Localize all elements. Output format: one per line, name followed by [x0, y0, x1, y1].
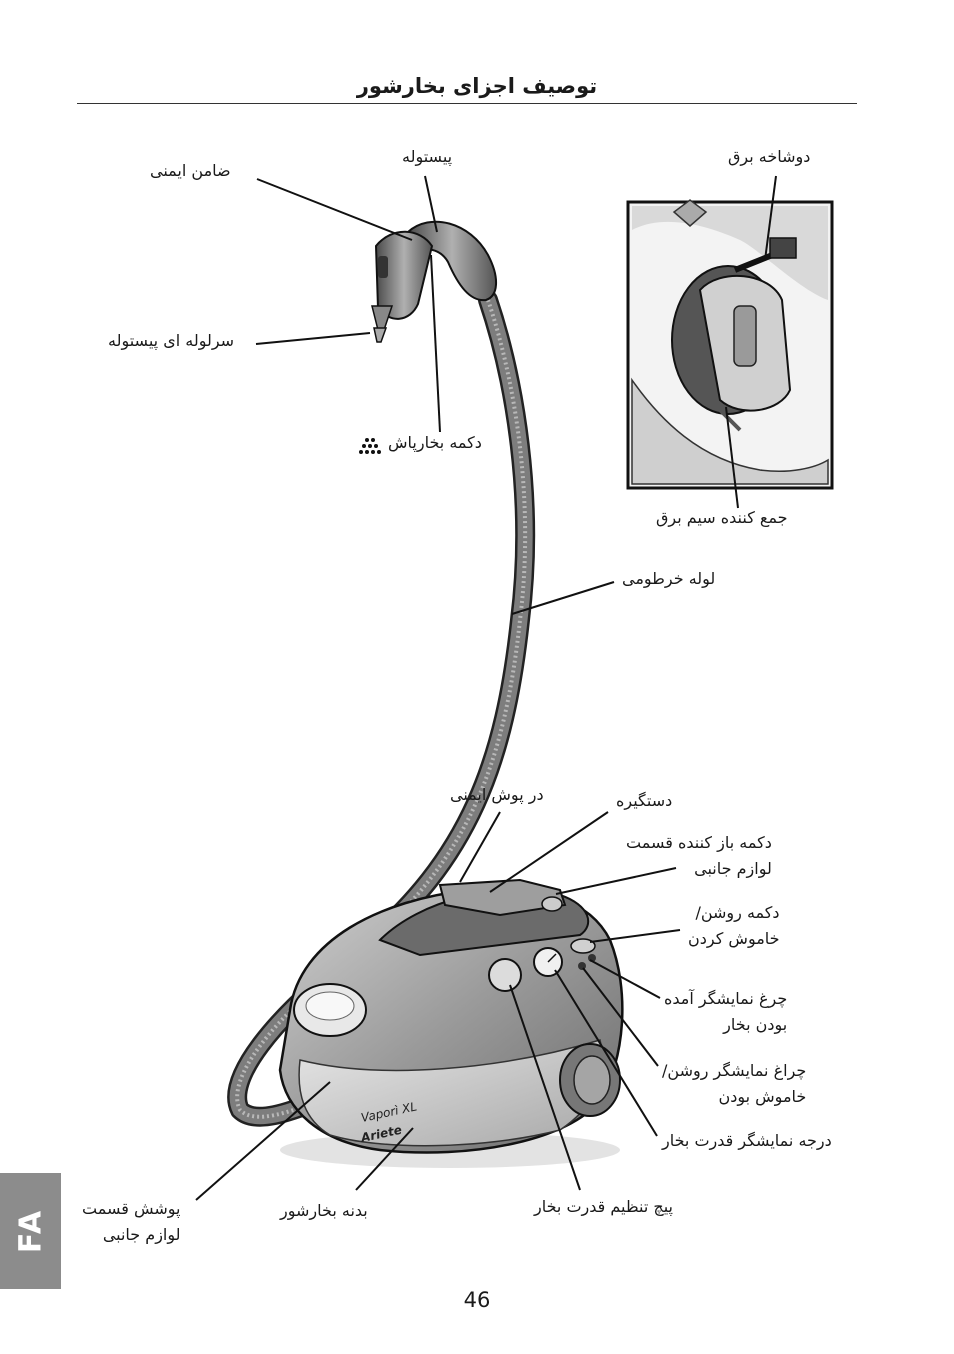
label-power-light: چراغ نمایشگر روشن/ خاموش بودن: [662, 1058, 806, 1110]
steam-icon: [359, 438, 381, 454]
label-power-light-line2: خاموش بودن: [718, 1087, 807, 1106]
leader-gun-nozzle: [255, 332, 371, 345]
leader-gun: [424, 175, 438, 233]
label-steam-ready: چرغ نمایشگر آمده بودن بخار: [664, 986, 787, 1038]
label-body: بدنه بخارشور: [280, 1201, 368, 1220]
steam-cleaner-body-drawing: Vaporì XL Ariete: [278, 878, 624, 1168]
leader-power-light: [582, 967, 659, 1067]
leader-handle: [489, 811, 609, 893]
label-power-switch-line2: خاموش کردن: [688, 929, 780, 948]
label-accessory-cover-line1: پوشش قسمت: [82, 1199, 181, 1218]
leader-steam-button: [430, 254, 441, 433]
label-accessory-release-line2: لوازم جانبی: [694, 859, 772, 878]
label-safety-lock: ضامن ایمنی: [150, 161, 231, 180]
page-title: توصیف اجزای بخارشور: [356, 74, 598, 98]
leader-steam-ready: [589, 959, 661, 999]
label-power-light-line1: چراغ نمایشگر روشن/: [662, 1061, 807, 1080]
page-number: 46: [463, 1288, 491, 1312]
label-cord-rewind: جمع کننده سیم برق: [656, 508, 788, 527]
leader-safety-lock: [256, 178, 413, 241]
label-steam-ready-line1: چرغ نمایشگر آمده: [664, 989, 788, 1008]
label-gun-nozzle: سرلوله ای پیستوله: [108, 331, 235, 350]
label-handle: دستگیره: [616, 791, 673, 810]
leader-safety-cap: [459, 811, 501, 883]
label-accessory-cover: پوشش قسمت لوازم جانبی: [82, 1196, 181, 1248]
leader-plug: [764, 175, 777, 261]
label-gun: پیستوله: [402, 147, 453, 166]
label-accessory-release-line1: دکمه باز کننده قسمت: [626, 833, 772, 852]
leader-steam-knob: [509, 984, 581, 1191]
title-rule: [77, 103, 857, 104]
label-steam-button: دکمه بخارپاش: [388, 433, 482, 452]
label-accessory-release: دکمه باز کننده قسمت لوازم جانبی: [626, 830, 772, 882]
label-power-switch-line1: دکمه روشن/: [695, 903, 780, 922]
label-safety-cap: در پوش ایمنی: [450, 785, 544, 804]
leader-pressure-gauge: [554, 969, 658, 1137]
label-steam-knob: پیچ تنظیم قدرت بخار: [534, 1197, 673, 1216]
flexible-hose-drawing: [227, 290, 536, 1127]
leader-power-switch: [589, 929, 681, 943]
leader-flexible-hose: [511, 581, 615, 615]
label-flexible-hose: لوله خرطومی: [622, 569, 716, 588]
language-tab-label: FA: [13, 1208, 48, 1254]
leader-body: [355, 1127, 414, 1191]
label-plug: دوشاخه برق: [728, 147, 811, 166]
label-steam-ready-line2: بودن بخار: [723, 1015, 788, 1034]
label-accessory-cover-line2: لوازم جانبی: [102, 1225, 181, 1244]
label-power-switch: دکمه روشن/ خاموش کردن: [688, 900, 780, 952]
leader-accessory-release: [555, 867, 677, 895]
label-pressure-gauge: درجه نمایشگر قدرت بخار: [662, 1131, 832, 1150]
steam-gun-drawing: [371, 220, 497, 343]
language-tab: FA: [0, 1173, 61, 1289]
leader-accessory-cover: [195, 1081, 331, 1201]
leader-lines: [195, 175, 777, 1201]
leader-cord-rewind: [725, 406, 739, 509]
